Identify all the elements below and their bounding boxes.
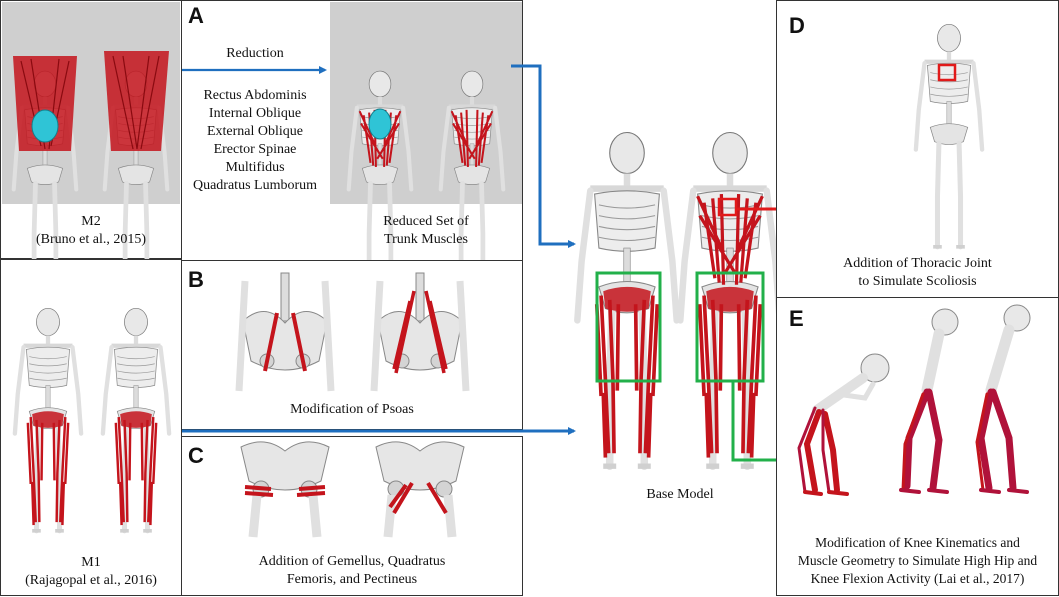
psoas-figure xyxy=(235,272,470,392)
muscle-item: Quadratus Lumborum xyxy=(192,178,318,193)
m1-name: M1 xyxy=(81,555,101,570)
m1-model-figure xyxy=(1,260,183,597)
m2-citation: (Bruno et al., 2015) xyxy=(35,232,147,247)
m2-name: M2 xyxy=(81,214,101,229)
muscle-item: Multifidus xyxy=(225,160,285,175)
panel-d-letter: D xyxy=(789,13,805,38)
base-knee-highlight-right xyxy=(695,271,765,383)
reduction-label: Reduction xyxy=(226,46,284,61)
panel-c-caption-line: Addition of Gemellus, Quadratus xyxy=(258,554,446,569)
reduced-image-background xyxy=(330,2,522,204)
m2-model-figure xyxy=(1,51,183,260)
panel-d-caption: Addition of Thoracic Joint to Simulate S… xyxy=(777,255,1058,291)
panel-e-caption-line: Modification of Knee Kinematics and xyxy=(815,535,1020,550)
scoliosis-figure xyxy=(777,1,1059,299)
panel-c-letter: C xyxy=(188,443,204,468)
panel-b-letter: B xyxy=(188,267,204,292)
panel-d-caption-line: Addition of Thoracic Joint xyxy=(843,256,992,271)
m1-caption: M1 (Rajagopal et al., 2016) xyxy=(1,554,181,590)
panel-e-caption-line: Knee Flexion Activity (Lai et al., 2017) xyxy=(810,571,1025,586)
panel-b-caption: Modification of Psoas xyxy=(290,402,414,417)
base-thoracic-highlight xyxy=(717,197,738,217)
m1-citation: (Rajagopal et al., 2016) xyxy=(25,573,157,588)
panel-b: B Modification of Psoas xyxy=(181,260,523,430)
panel-a-letter: A xyxy=(188,3,204,28)
reduced-muscle-list: Rectus Abdominis Internal Oblique Extern… xyxy=(182,87,328,195)
panel-e-caption-line: Muscle Geometry to Simulate High Hip and xyxy=(797,553,1038,568)
panel-a-caption: Reduced Set of Trunk Muscles xyxy=(330,213,522,249)
panel-e-letter: E xyxy=(789,306,804,331)
panel-c: C Addition of Gemellus, Quadratus Femori… xyxy=(181,436,523,596)
panel-c-caption: Addition of Gemellus, Quadratus Femoris,… xyxy=(182,553,522,589)
panel-a-caption-line: Reduced Set of xyxy=(383,214,469,229)
muscle-item: Internal Oblique xyxy=(208,106,302,121)
panel-a: A Reduction Rectus Abdominis Internal Ob… xyxy=(181,0,523,261)
base-model-label: Base Model xyxy=(646,487,714,502)
muscle-item: Rectus Abdominis xyxy=(203,88,307,103)
muscle-item: External Oblique xyxy=(206,124,304,139)
panel-e-caption: Modification of Knee Kinematics and Musc… xyxy=(777,534,1058,588)
panel-a-caption-line: Trunk Muscles xyxy=(384,232,468,247)
panel-e: E Modification of Knee Kinemat xyxy=(776,297,1059,596)
panel-m1: M1 (Rajagopal et al., 2016) xyxy=(0,259,182,596)
hip-muscle-figure xyxy=(240,441,465,538)
m2-caption: M2 (Bruno et al., 2015) xyxy=(1,213,181,249)
panel-d-caption-line: to Simulate Scoliosis xyxy=(858,274,977,289)
panel-d: D Addition of Thoracic Joint to Simulate… xyxy=(776,0,1059,298)
panel-c-caption-line: Femoris, and Pectineus xyxy=(286,572,418,587)
muscle-item: Erector Spinae xyxy=(213,142,297,157)
panel-m2: M2 (Bruno et al., 2015) xyxy=(0,0,182,259)
knee-flexion-figure xyxy=(797,304,1031,496)
base-knee-highlight-left xyxy=(595,271,662,383)
thoracic-joint-highlight xyxy=(937,63,957,82)
reduced-model-figure xyxy=(182,66,524,262)
